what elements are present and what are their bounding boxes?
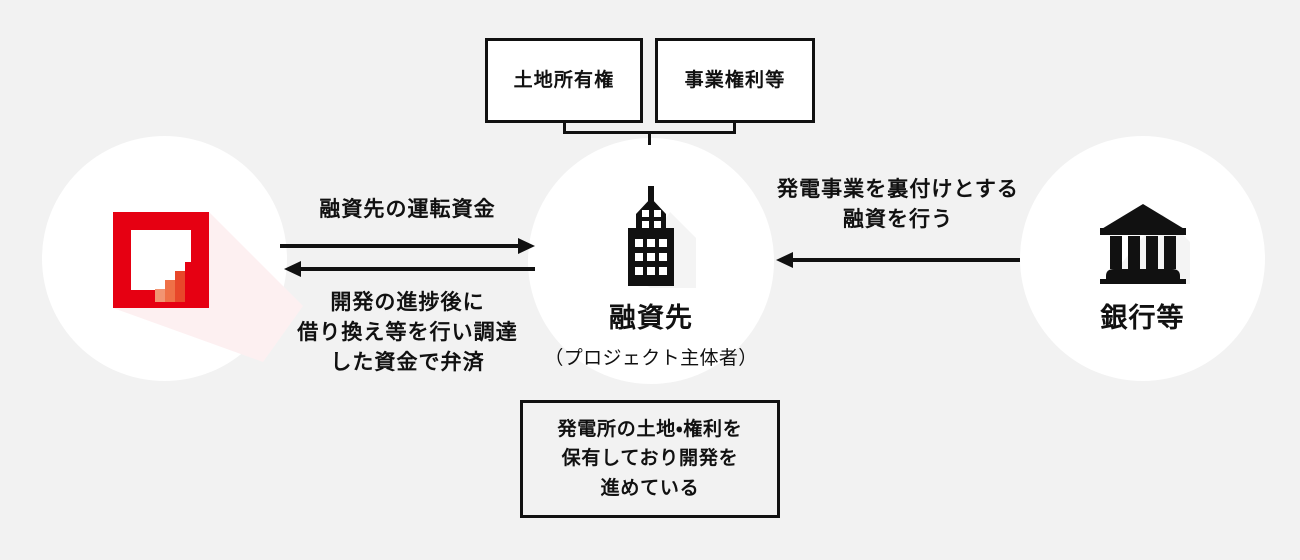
arrow-head-right	[518, 238, 535, 254]
box-borrower-note-line-3: 進めている	[600, 477, 700, 499]
flow-caption-loan: 発電事業を裏付けとする 融資を行う	[748, 175, 1048, 235]
flow-caption-repayment-line-3: した資金で弁済	[330, 350, 485, 374]
office-building-icon	[628, 186, 696, 288]
node-sublabel-center: （プロジェクト主体者）	[544, 348, 758, 369]
bar-chart-icon	[113, 212, 303, 362]
box-business-rights: 事業権利等	[655, 38, 815, 123]
flow-caption-repayment-line-1: 開発の進捗後に	[330, 291, 485, 314]
bar-chart-icon-bars	[155, 254, 203, 302]
box-land-ownership: 土地所有権	[485, 38, 643, 123]
flow-caption-working-capital: 融資先の運転資金	[265, 195, 550, 225]
arrow-head-left	[284, 261, 301, 277]
bracket-drop-left	[563, 120, 566, 134]
flow-arrow-loan	[776, 249, 1020, 271]
arrow-shaft	[790, 258, 1020, 262]
flow-caption-loan-line-1: 発電事業を裏付けとする	[777, 178, 1019, 201]
node-label-bank: 銀行等	[1100, 303, 1185, 333]
flow-caption-repayment: 開発の進捗後に 借り換え等を行い調達 した資金で弁済	[255, 288, 560, 377]
arrow-head-left	[776, 252, 793, 268]
arrow-shaft	[280, 244, 521, 248]
flow-arrow-working-capital	[280, 235, 535, 257]
flow-caption-loan-line-2: 融資を行う	[842, 207, 954, 231]
arrow-shaft	[298, 267, 535, 271]
flow-arrow-repayment	[284, 258, 535, 280]
flow-caption-working-capital-line-1: 融資先の運転資金	[319, 198, 496, 221]
bracket-drop-right	[733, 120, 736, 134]
bank-icon	[1100, 204, 1190, 284]
box-borrower-note: 発電所の土地・権利を 保有しており開発を 進めている	[520, 400, 780, 518]
node-label-center: 融資先	[608, 303, 694, 333]
bracket-stem-to-center	[648, 131, 651, 145]
flow-caption-repayment-line-2: 借り換え等を行い調達	[297, 320, 518, 344]
box-borrower-note-line-2: 保有しており開発を	[561, 448, 739, 470]
box-borrower-note-line-1: 発電所の土地・権利を	[557, 418, 743, 440]
bar-chart-icon-frame	[113, 212, 209, 308]
